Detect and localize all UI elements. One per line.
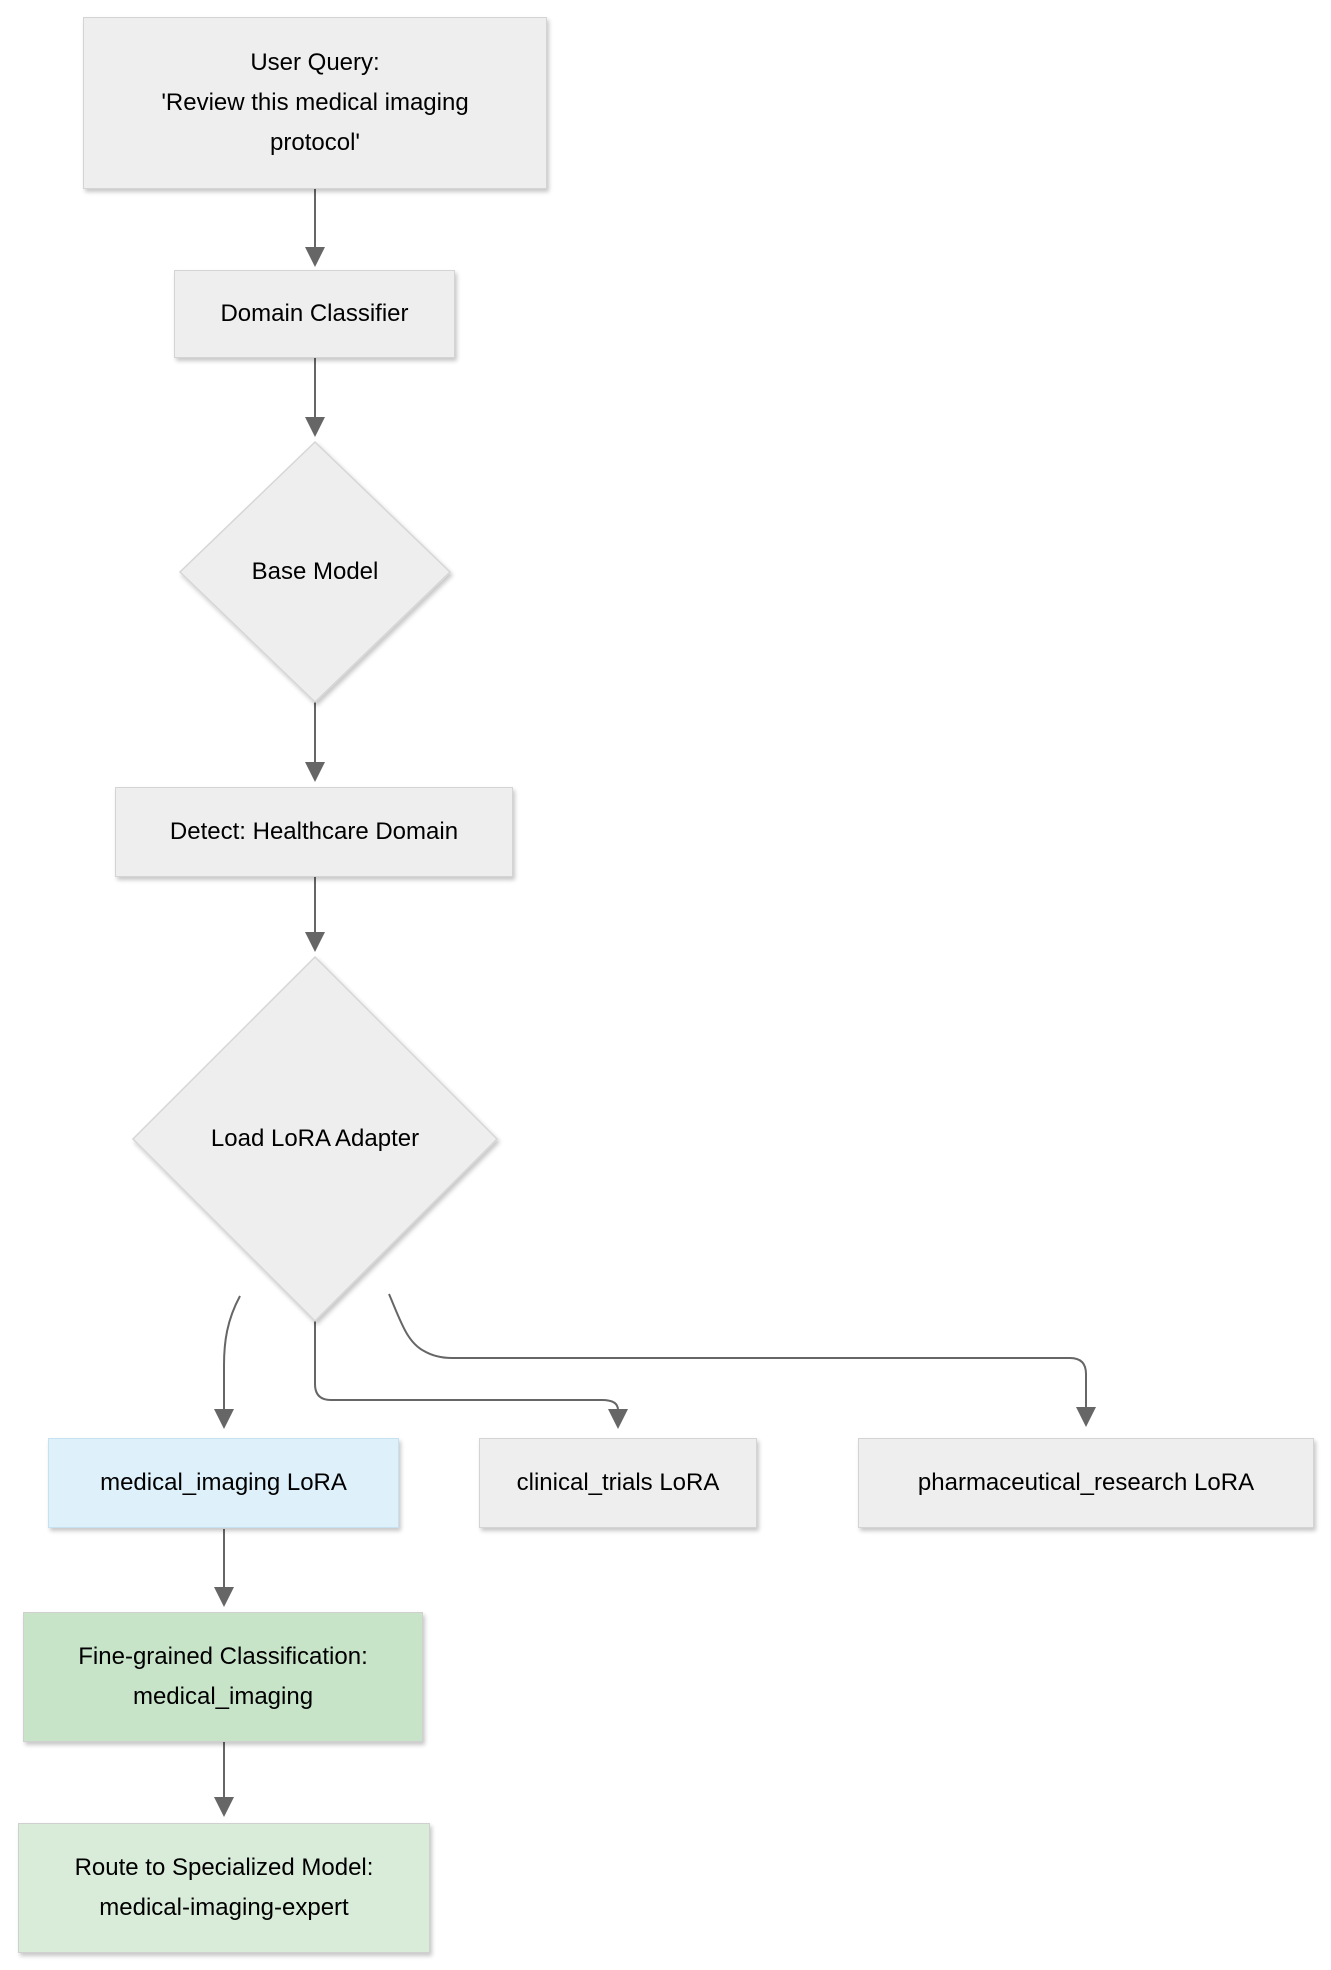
edge-load-lora-to-pharmaceutical [388,1293,1096,1427]
node-fine-grained-line2: medical_imaging [132,1683,314,1710]
edge-load-lora-to-medical-imaging [214,1295,241,1429]
node-domain-classifier-label: Domain Classifier [220,300,409,327]
node-fine-grained-classification: Fine-grained Classification: medical_ima… [23,1612,423,1742]
node-pharmaceutical-research-lora-label: pharmaceutical_research LoRA [917,1469,1255,1496]
node-domain-classifier: Domain Classifier [174,270,455,358]
node-load-lora-label: Load LoRA Adapter [133,1109,497,1169]
node-base-model-diamond [178,440,452,704]
node-user-query-line2: 'Review this medical imaging [161,89,469,116]
node-route-line1: Route to Specialized Model: [74,1854,374,1881]
node-detect-domain-label: Detect: Healthcare Domain [169,818,459,845]
node-medical-imaging-lora: medical_imaging LoRA [48,1438,399,1528]
node-user-query: User Query: 'Review this medical imaging… [83,17,547,189]
node-user-query-line3: protocol' [270,129,360,156]
node-route-line2: medical-imaging-expert [99,1894,349,1921]
node-user-query-line1: User Query: [250,49,380,76]
node-clinical-trials-lora-label: clinical_trials LoRA [516,1469,720,1496]
node-route-specialized-model: Route to Specialized Model: medical-imag… [18,1823,430,1953]
edge-load-lora-to-clinical-trials [314,1321,628,1429]
node-detect-domain: Detect: Healthcare Domain [115,787,513,877]
node-fine-grained-line1: Fine-grained Classification: [78,1643,368,1670]
node-base-model-label: Base Model [180,542,450,602]
load-lora-label-text: Load LoRA Adapter [210,1125,420,1152]
node-pharmaceutical-research-lora: pharmaceutical_research LoRA [858,1438,1314,1528]
base-model-label-text: Base Model [251,558,379,585]
node-load-lora-diamond [131,955,499,1323]
node-medical-imaging-lora-label: medical_imaging LoRA [100,1469,347,1496]
node-clinical-trials-lora: clinical_trials LoRA [479,1438,757,1528]
